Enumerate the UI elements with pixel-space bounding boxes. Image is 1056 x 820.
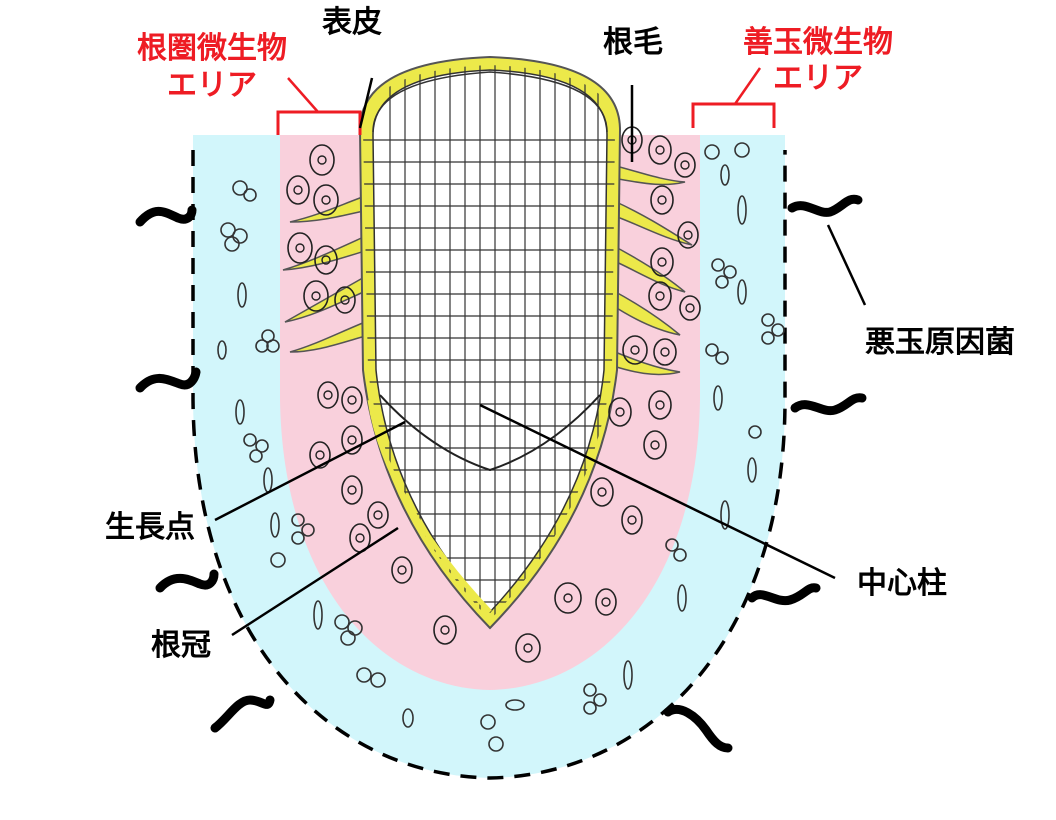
beneficial-label-line1: 善玉微生物 — [743, 25, 893, 60]
pathogen-leader — [826, 224, 867, 306]
growing-point-leader — [214, 420, 406, 522]
rhizosphere-cells — [286, 126, 701, 663]
epidermis-leader — [358, 77, 374, 129]
pathogen-label: 悪玉原因菌 — [865, 325, 1015, 360]
pathogen-squiggles — [135, 194, 867, 753]
root-cap-leader — [231, 526, 399, 637]
outer-zone-boundary — [191, 150, 787, 780]
root-cap-label: 根冠 — [151, 628, 211, 663]
rhizosphere-label-line1: 根圏微生物 — [137, 31, 287, 66]
root-hairs-right — [609, 164, 693, 376]
root-hairs-left — [282, 193, 371, 353]
rhizosphere-leader — [287, 77, 319, 113]
rhizosphere-bracket — [276, 110, 362, 135]
stele-leader — [479, 403, 836, 580]
beneficial-microbes — [217, 142, 785, 752]
root-hair-label: 根毛 — [603, 25, 663, 60]
rhizosphere-label-line2: エリア — [167, 68, 257, 103]
epidermis-label: 表皮 — [322, 5, 382, 40]
root-cap-line — [367, 399, 492, 614]
beneficial-bracket — [691, 102, 776, 128]
growing-point-label: 生長点 — [105, 510, 195, 545]
beneficial-label-line2: エリア — [773, 61, 863, 96]
root-cap-boundary — [379, 394, 601, 472]
apex-cap — [372, 71, 608, 133]
beneficial-leader — [733, 67, 762, 105]
stele-label: 中心柱 — [857, 566, 947, 601]
